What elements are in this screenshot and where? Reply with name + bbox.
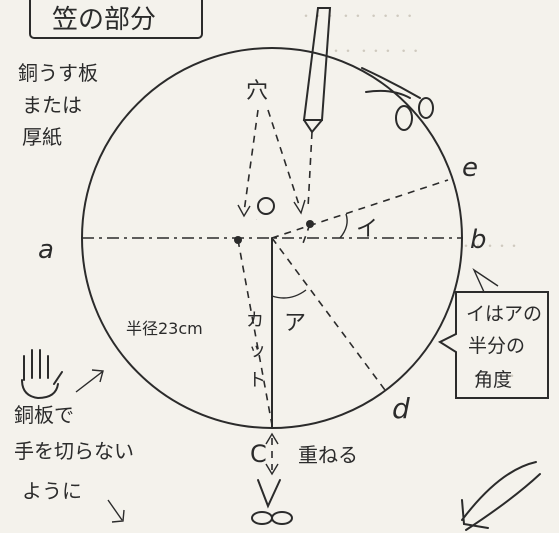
- material-line-2: または: [22, 93, 82, 117]
- scissors-icon: [361, 67, 434, 131]
- hole-arrowhead-left: [237, 204, 251, 218]
- callout-pointer: [472, 268, 499, 293]
- bottom-arrow: [107, 499, 125, 523]
- callout-line-1: イはアの: [466, 303, 542, 325]
- cut-char-1: カ: [246, 310, 264, 331]
- overlap-arrowhead-up: [265, 432, 279, 445]
- center-label: O: [256, 219, 257, 221]
- material-note: 銅うす板 または 厚紙: [18, 61, 98, 149]
- angle-i-label: イ: [356, 217, 378, 242]
- callout-line-2: 半分の: [468, 335, 525, 357]
- material-line-3: 厚紙: [22, 125, 62, 149]
- material-line-1: 銅うす板: [18, 61, 98, 85]
- svg-text:・・ ・・・ ・・: ・・ ・・・ ・・: [330, 44, 422, 58]
- callout-line-3: 角度: [474, 369, 512, 391]
- hole-arrow-right: [267, 109, 301, 209]
- svg-text:・・・・: ・・・・: [470, 369, 518, 383]
- warning-line-3: ように: [22, 479, 82, 503]
- point-a-label: a: [38, 235, 54, 265]
- pen-icon: [302, 7, 332, 209]
- overlap-arrowhead-down: [265, 463, 279, 476]
- arrow-icon: [75, 369, 104, 393]
- radius-line-d: [271, 237, 386, 391]
- hand-icon: [21, 349, 63, 400]
- angle-a-arc: [271, 289, 307, 299]
- svg-text:・・・・・: ・・・・・: [460, 239, 520, 253]
- angle-i-arc: [339, 213, 348, 239]
- hole-point-left: [234, 236, 242, 244]
- point-c-label: C: [250, 440, 267, 468]
- hole-label: 穴: [246, 79, 268, 104]
- hole-arrowhead-right: [293, 199, 306, 215]
- overlap-label: 重ねる: [298, 443, 358, 467]
- hole-arrow-left: [243, 109, 259, 213]
- title-text: 笠の部分: [52, 5, 156, 35]
- angle-a-label: ア: [284, 311, 306, 336]
- callout-bubble: イはアの 半分の 角度: [437, 291, 549, 399]
- hole-point-right: [306, 220, 314, 228]
- left-fold-line: [237, 239, 273, 426]
- corner-arrow-icon: [461, 461, 541, 531]
- cut-char-3: ト: [248, 370, 266, 391]
- warning-line-1: 銅板で: [14, 403, 74, 427]
- title-box: 笠の部分: [29, 0, 203, 39]
- cut-char-2: ッ: [248, 340, 266, 361]
- warning-line-2: 手を切らない: [14, 439, 134, 463]
- warning-note: 銅板で 手を切らない ように: [14, 403, 134, 503]
- point-b-label: b: [470, 225, 487, 255]
- radius-line-e: [271, 179, 449, 239]
- radius-label: 半径23cm: [126, 319, 203, 338]
- point-e-label: e: [462, 153, 478, 183]
- point-d-label: d: [392, 392, 410, 425]
- center-o-mark: [257, 197, 275, 215]
- scissors-bottom-icon: [251, 479, 293, 525]
